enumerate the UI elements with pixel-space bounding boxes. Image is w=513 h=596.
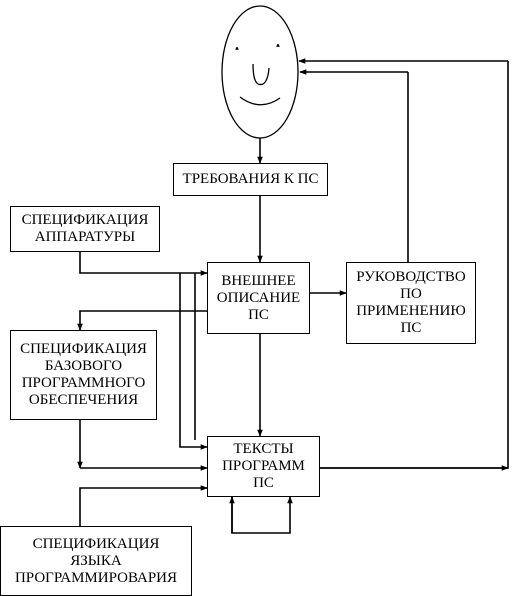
manual-label: РУКОВОДСТВО ПО ПРИМЕНЕНИЮ ПС bbox=[356, 269, 466, 336]
base-software-spec-box: СПЕЦИФИКАЦИЯ БАЗОВОГО ПРОГРАММНОГО ОБЕСП… bbox=[10, 330, 157, 420]
hardware-spec-label: СПЕЦИФИКАЦИЯ АППАРАТУРЫ bbox=[21, 212, 149, 245]
language-spec-box: СПЕЦИФИКАЦИЯ ЯЗЫКА ПРОГРАММИРОВАРИЯ bbox=[0, 526, 192, 596]
language-spec-label: СПЕЦИФИКАЦИЯ ЯЗЫКА ПРОГРАММИРОВАРИЯ bbox=[14, 535, 178, 586]
requirements-box: ТРЕБОВАНИЯ К ПС bbox=[173, 163, 328, 196]
requirements-label: ТРЕБОВАНИЯ К ПС bbox=[182, 171, 319, 187]
manual-box: РУКОВОДСТВО ПО ПРИМЕНЕНИЮ ПС bbox=[346, 262, 476, 344]
program-texts-label: ТЕКСТЫ ПРОГРАММ ПС bbox=[222, 441, 305, 491]
base-software-spec-label: СПЕЦИФИКАЦИЯ БАЗОВОГО ПРОГРАММНОГО ОБЕСП… bbox=[20, 341, 147, 408]
hardware-spec-box: СПЕЦИФИКАЦИЯ АППАРАТУРЫ bbox=[10, 206, 160, 252]
connector-lines bbox=[77, 58, 509, 553]
external-description-label: ВНЕШНЕЕ ОПИСАНИЕ ПС bbox=[216, 272, 301, 323]
user-face-icon bbox=[221, 5, 299, 139]
external-description-box: ВНЕШНЕЕ ОПИСАНИЕ ПС bbox=[207, 262, 310, 334]
program-texts-box: ТЕКСТЫ ПРОГРАММ ПС bbox=[207, 436, 320, 497]
